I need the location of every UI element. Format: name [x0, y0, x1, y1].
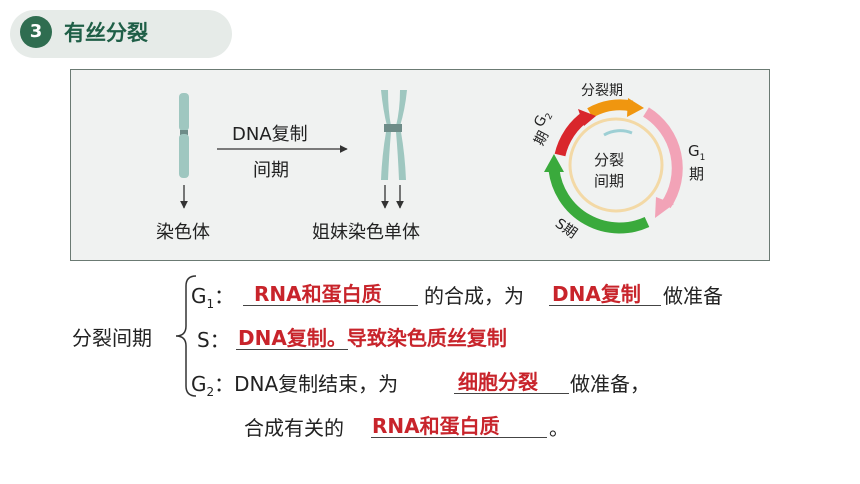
phase-arc-mitosis [587, 99, 634, 118]
s-prefix: S： [197, 328, 230, 352]
brace-label: 分裂间期 [72, 326, 152, 350]
g1-blank-2 [549, 305, 661, 306]
phase-label-g1: G1 [688, 142, 706, 163]
g1-prefix: G1： [191, 284, 235, 311]
g2-line: G2：DNA复制结束，为 [191, 372, 399, 399]
arrow-label-bottom: 间期 [253, 160, 289, 181]
chromosome-label: 染色体 [156, 222, 210, 243]
s-blank [236, 349, 348, 350]
section-title: 有丝分裂 [64, 21, 148, 45]
g2-answer: 细胞分裂 [458, 370, 538, 394]
chromosome-single-icon [179, 93, 189, 209]
cycle-center-label-1: 分裂 [594, 151, 625, 169]
cell-cycle-diagram [544, 98, 683, 234]
phase-arc-g1 [642, 107, 683, 209]
phase-label-mitosis: 分裂期 [581, 83, 623, 99]
g1-mid-text: 的合成，为 [424, 284, 524, 308]
section-number-badge: 3 [20, 16, 52, 48]
line4-answer: RNA和蛋白质 [372, 414, 500, 438]
brace-icon [175, 275, 197, 397]
g1-answer-1: RNA和蛋白质 [254, 282, 382, 306]
g1-tail: 做准备 [663, 284, 723, 308]
s-answer: DNA复制。导致染色质丝复制 [238, 326, 507, 350]
line4-text: 合成有关的 [244, 416, 344, 440]
g2-blank [454, 393, 569, 394]
arrow-label-top: DNA复制 [232, 124, 308, 145]
phase-label-g1-tail: 期 [689, 165, 705, 183]
sister-chromatid-label: 姐妹染色单体 [312, 222, 420, 243]
g2-tail: 做准备， [570, 372, 650, 396]
phase-arc-s [548, 169, 650, 234]
g1-blank-1 [243, 305, 418, 306]
line4-blank [371, 437, 547, 438]
chromosome-replicated-icon [381, 90, 407, 209]
line4-tail: 。 [549, 416, 569, 440]
g1-answer-2: DNA复制 [552, 282, 641, 306]
cycle-center-label-2: 间期 [594, 172, 625, 190]
